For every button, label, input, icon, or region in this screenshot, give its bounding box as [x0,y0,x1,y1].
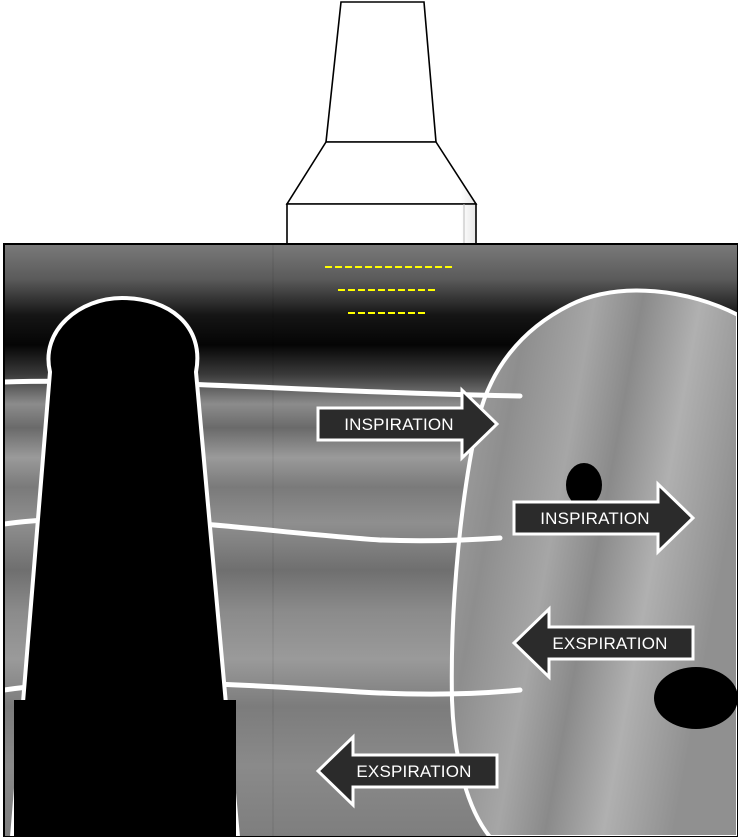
arrow-label-inspiration-lower: INSPIRATION [540,509,650,528]
arrow-inspiration-upper: INSPIRATION [316,386,500,462]
vessel-large [654,667,738,729]
probe [285,1,478,245]
arrow-label-exspiration-upper: EXSPIRATION [552,634,667,653]
arrow-exspiration-upper: EXSPIRATION [511,605,695,681]
ultrasound-image-field [4,244,738,837]
vessel-small [566,463,602,507]
arrow-label-inspiration-upper: INSPIRATION [344,415,454,434]
probe-head [286,203,477,245]
probe-footprint-shade [272,244,274,837]
arrow-exspiration-lower: EXSPIRATION [315,733,499,809]
probe-cable [325,1,437,143]
arrow-label-exspiration-lower: EXSPIRATION [356,762,471,781]
rib-shadow-base [14,700,236,837]
arrow-inspiration-lower: INSPIRATION [512,480,696,556]
probe-neck [285,141,478,205]
image-frame [3,243,738,837]
